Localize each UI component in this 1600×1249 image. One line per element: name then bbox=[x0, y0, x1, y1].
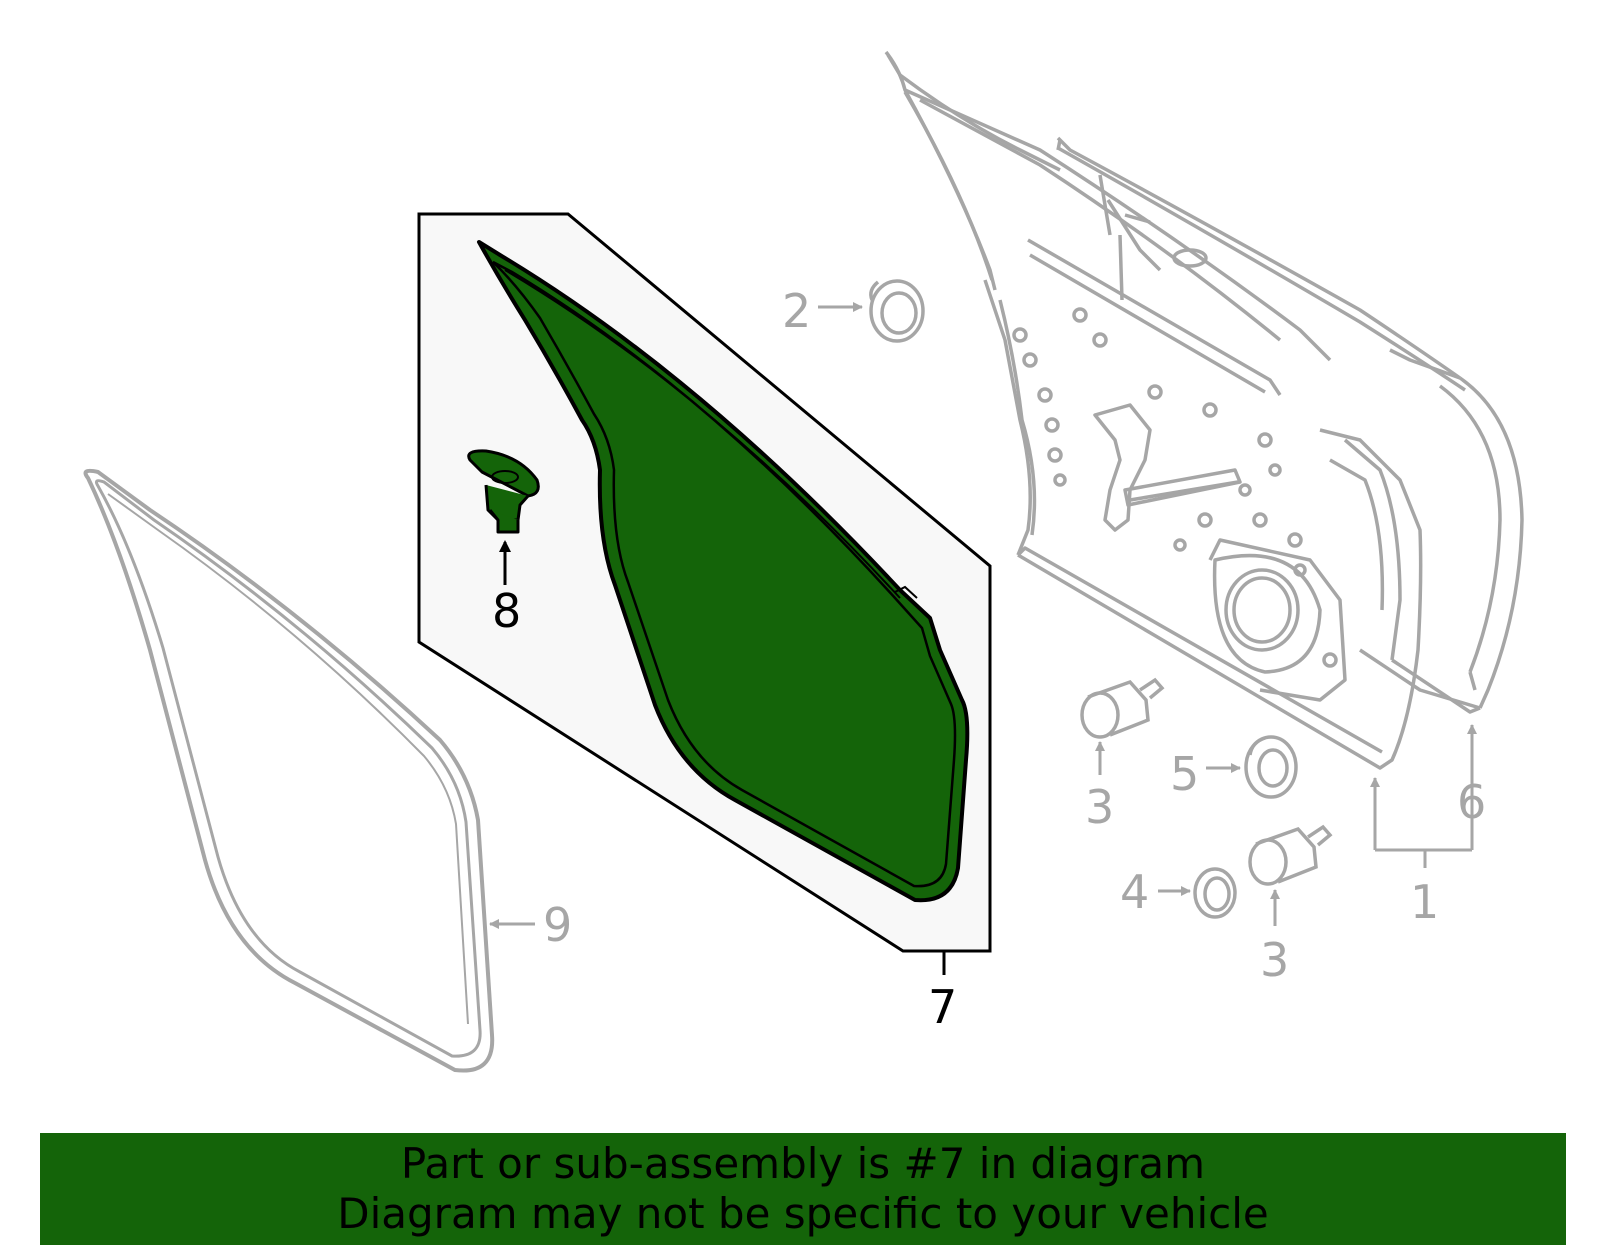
clip-part-8 bbox=[467, 449, 540, 534]
bumper-part-3-upper bbox=[1080, 677, 1165, 739]
info-banner: Part or sub-assembly is #7 in diagram Di… bbox=[40, 1133, 1566, 1245]
callout-3a: 3 bbox=[1085, 780, 1114, 834]
callout-5: 5 bbox=[1170, 747, 1199, 801]
door-weatherstrip-part-9 bbox=[83, 468, 495, 1073]
banner-line-disclaimer: Diagram may not be specific to your vehi… bbox=[337, 1189, 1269, 1238]
grommet-part-4 bbox=[1193, 867, 1237, 919]
plug-part-2 bbox=[869, 279, 925, 343]
callout-4: 4 bbox=[1120, 865, 1149, 919]
callout-9: 9 bbox=[543, 898, 572, 952]
callout-7: 7 bbox=[928, 980, 957, 1034]
callout-1: 1 bbox=[1410, 875, 1439, 929]
door-shell-part-1 bbox=[884, 50, 1524, 770]
callout-2: 2 bbox=[782, 284, 811, 338]
banner-line-part: Part or sub-assembly is #7 in diagram bbox=[400, 1139, 1206, 1188]
plug-part-5 bbox=[1244, 735, 1298, 799]
callout-8: 8 bbox=[492, 584, 521, 638]
bumper-part-3-lower bbox=[1248, 824, 1333, 886]
callout-1-bracket bbox=[1370, 724, 1477, 868]
door-seal-part-7 bbox=[477, 240, 970, 903]
callout-6: 6 bbox=[1457, 775, 1486, 829]
callout-3b: 3 bbox=[1260, 933, 1289, 987]
